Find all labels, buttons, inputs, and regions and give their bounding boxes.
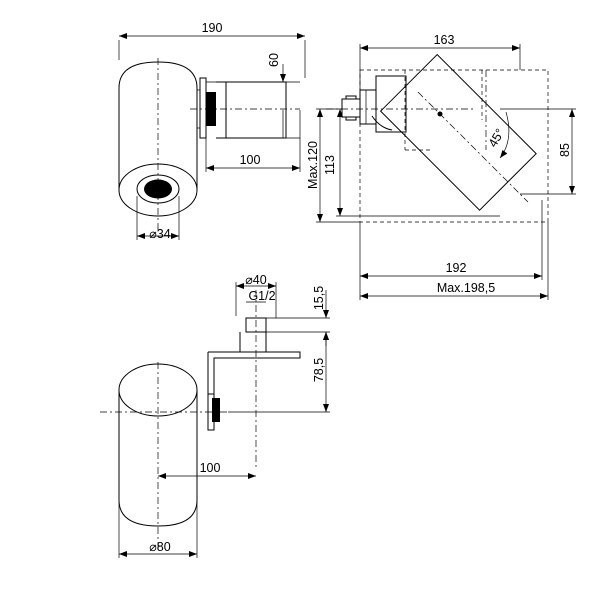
top-inwall-body bbox=[216, 81, 287, 139]
side-view: 45° 163 Max.120 113 85 192 Max.198,5 bbox=[306, 33, 576, 300]
dim-side-max-reach: Max.198,5 bbox=[437, 281, 495, 295]
dim-side-max-height: Max.120 bbox=[306, 141, 320, 189]
dim-side-width: 163 bbox=[434, 33, 455, 47]
dim-front-thread: G1/2 bbox=[248, 289, 275, 303]
dim-top-depth: 60 bbox=[267, 53, 281, 67]
top-cylinder-body bbox=[118, 61, 198, 190]
dim-side-height: 113 bbox=[323, 155, 337, 175]
dim-front-flange-dia: ⌀40 bbox=[245, 273, 266, 287]
dim-front-projection: 100 bbox=[200, 461, 221, 475]
top-view: 190 60 100 ⌀34 bbox=[118, 21, 306, 241]
side-nut bbox=[341, 98, 361, 118]
dim-front-height: 78,5 bbox=[312, 358, 326, 382]
dim-front-thread-length: 15,5 bbox=[312, 286, 326, 310]
front-cylinder-body bbox=[118, 390, 198, 527]
top-wall-flange bbox=[199, 77, 207, 139]
dim-side-angle: 45° bbox=[486, 126, 508, 149]
dim-side-reach: 192 bbox=[446, 261, 467, 275]
dim-side-spout-height: 85 bbox=[558, 143, 572, 157]
side-wall-plate bbox=[375, 75, 407, 133]
dim-front-body-dia: ⌀80 bbox=[149, 540, 170, 554]
dim-top-width: 190 bbox=[202, 21, 223, 35]
front-view: ⌀40 G1/2 15,5 78,5 100 ⌀80 bbox=[100, 273, 330, 558]
dim-top-outlet-dia: ⌀34 bbox=[149, 227, 170, 241]
side-spout-body bbox=[379, 53, 537, 211]
wall-bracket bbox=[207, 351, 301, 430]
dim-top-projection: 100 bbox=[240, 153, 261, 167]
